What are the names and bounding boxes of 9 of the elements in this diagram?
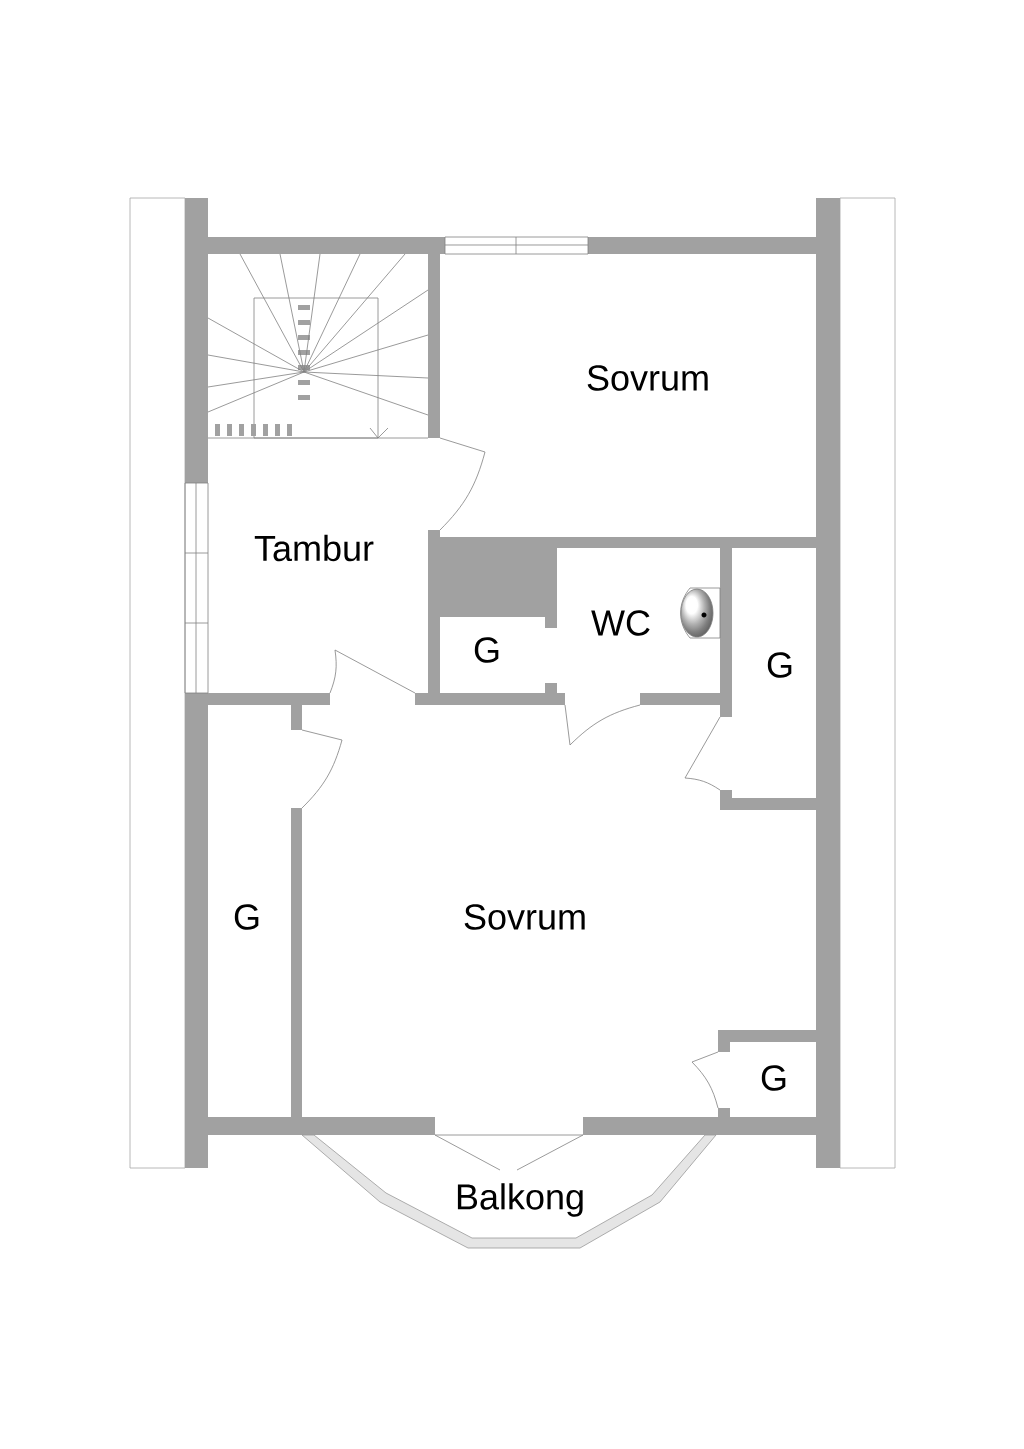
room-label: Balkong [457,1183,583,1217]
room-label: G [474,637,499,663]
room-label: Sovrum [464,904,585,930]
room-label: G [761,1065,786,1091]
room-label: Sovrum [587,365,708,391]
room-label: G [234,904,259,930]
room-label: G [767,652,792,678]
room-label: Tambur [254,534,374,562]
room-label: WC [591,610,650,636]
